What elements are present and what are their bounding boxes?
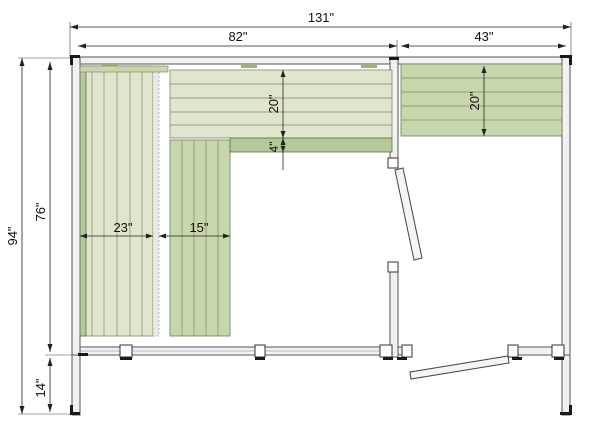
- corner-posts: [70, 55, 572, 415]
- dimension-total-width: 131": [69, 10, 572, 58]
- walls: [71, 56, 571, 416]
- total-depth-label: 94": [5, 226, 20, 245]
- room-depth-label: 76": [33, 202, 48, 221]
- wall-top: [71, 56, 569, 65]
- dimension-shower-width: 43": [401, 29, 566, 49]
- lower-bench-depth-label: 15": [189, 220, 208, 235]
- shower-width-label: 43": [474, 29, 493, 44]
- shower-bench: [400, 63, 563, 137]
- wall-partition-lower: [389, 264, 399, 358]
- upper-bench: [169, 69, 393, 139]
- sauna-width-label: 82": [228, 29, 247, 44]
- front-depth-label: 14": [33, 378, 48, 397]
- dimension-front-depth: 14": [33, 358, 53, 412]
- dimension-total-depth: 94": [5, 57, 74, 415]
- lower-bench: [169, 139, 231, 337]
- front-door: [401, 344, 519, 380]
- step-gap-label: 4": [267, 142, 281, 153]
- wall-porch-right: [561, 354, 571, 416]
- step-strip: [229, 137, 393, 153]
- wall-porch-left: [71, 354, 81, 416]
- inner-dimensions: 20" 4" 20" 23" 15": [80, 66, 487, 239]
- total-width-label: 131": [308, 10, 335, 25]
- interior-door: [387, 157, 423, 273]
- dimension-room-depth: 76": [33, 62, 80, 356]
- shower-bench-slats: [400, 63, 563, 137]
- shower-bench-depth-label: 20": [467, 91, 482, 110]
- side-bench-depth-label: 23": [113, 220, 132, 235]
- interior-door-leaf: [394, 167, 423, 261]
- front-door-leaf: [409, 355, 510, 380]
- upper-bench-depth-label: 20": [266, 94, 281, 113]
- dimension-sauna-width: 82": [78, 29, 398, 58]
- sauna-benches: [79, 64, 393, 337]
